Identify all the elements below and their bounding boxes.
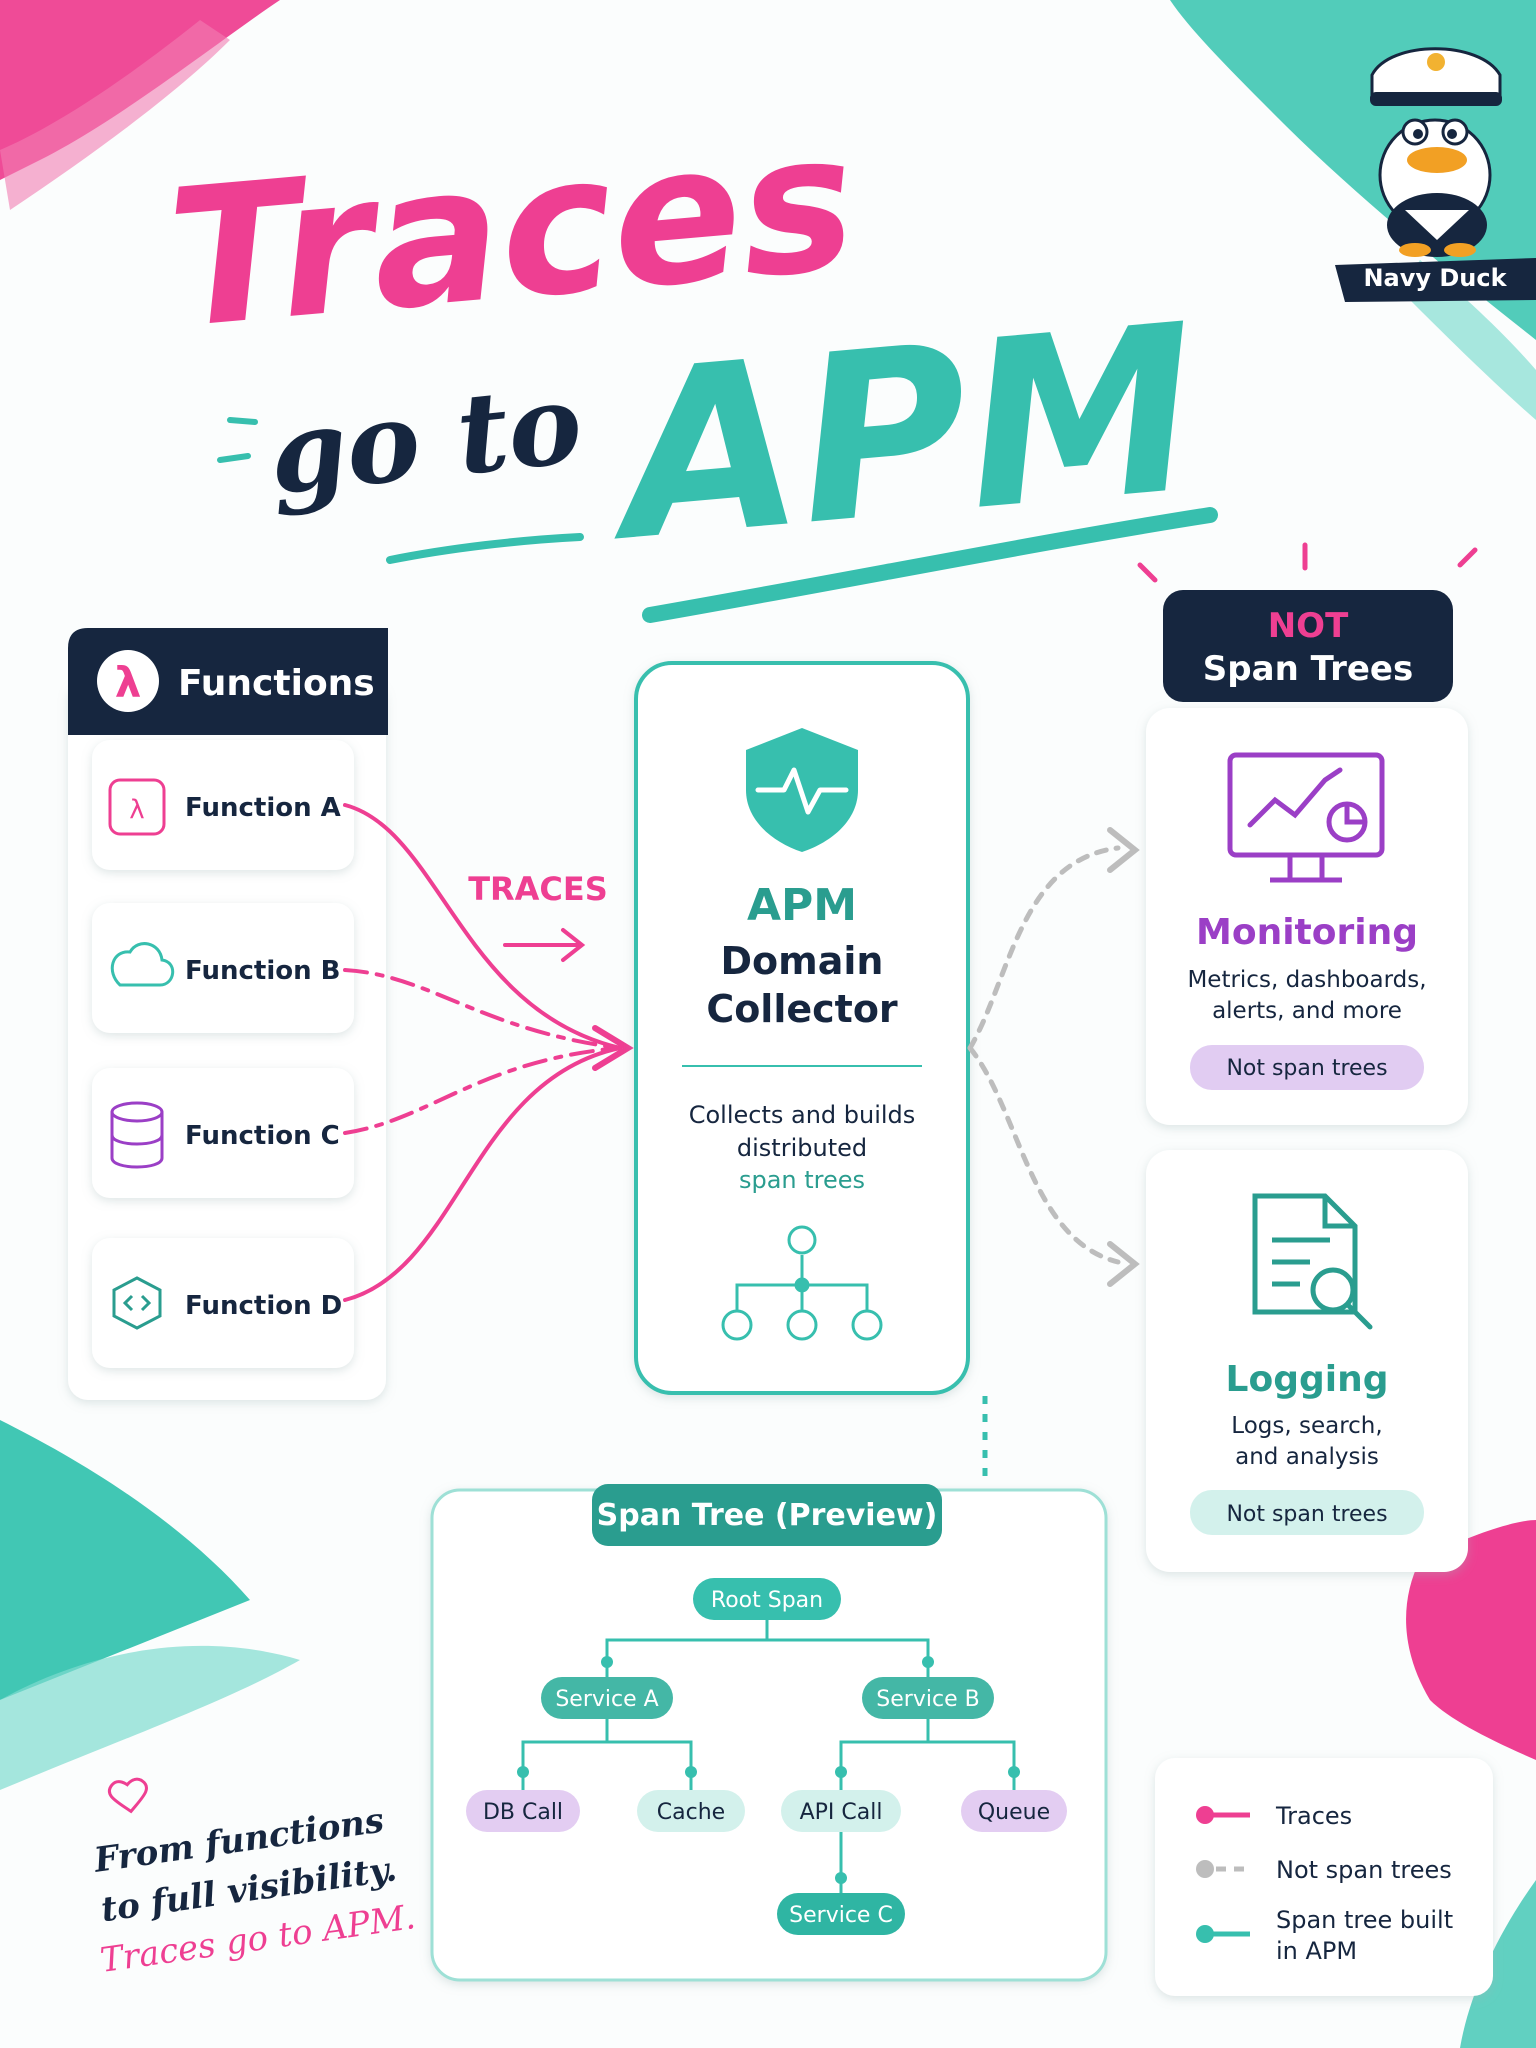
function-label: Function B [185, 956, 340, 986]
span-node-root: Root Span [711, 1588, 823, 1613]
not-span-trees-header: NOT Span Trees [1163, 590, 1453, 702]
legend-span-tree-label-1: Span tree built [1276, 1906, 1453, 1934]
monitoring-desc-2: alerts, and more [1212, 998, 1402, 1024]
legend-traces: Traces [1196, 1802, 1352, 1830]
logging-card[interactable]: Logging Logs, search, and analysis Not s… [1146, 1150, 1468, 1572]
function-card-a[interactable]: λ Function A [92, 740, 354, 870]
span-node-service-c: Service C [789, 1903, 893, 1928]
collector-title-domain: Domain [721, 939, 884, 983]
legend-not-span-trees-label: Not span trees [1276, 1856, 1452, 1884]
span-node-queue: Queue [978, 1800, 1050, 1825]
hexagon-code-icon [112, 1276, 162, 1330]
function-label: Function D [185, 1291, 342, 1321]
span-node-service-b: Service B [876, 1687, 979, 1712]
functions-panel: λ Functions λ Function A Function B Func… [68, 628, 388, 1400]
collector-desc-2: distributed [737, 1134, 867, 1162]
tagline: From functions to full visibility. Trace… [91, 1777, 418, 1981]
navy-duck-mascot: Navy Duck [1335, 47, 1536, 302]
database-icon [110, 1101, 164, 1169]
logging-desc-2: and analysis [1235, 1444, 1379, 1470]
legend-not-span-trees: Not span trees [1196, 1856, 1452, 1884]
trace-arrows [343, 803, 634, 1302]
function-card-c[interactable]: Function C [92, 1068, 354, 1198]
span-tree-joints [517, 1656, 1020, 1884]
monitoring-title: Monitoring [1196, 912, 1418, 953]
flow-label: TRACES [468, 870, 608, 908]
functions-header: Functions [178, 663, 375, 704]
monitoring-card[interactable]: Monitoring Metrics, dashboards, alerts, … [1146, 708, 1468, 1125]
lambda-icon: λ [115, 658, 142, 707]
span-node-db-call: DB Call [483, 1800, 563, 1825]
function-label: Function C [185, 1121, 340, 1151]
span-node-api-call: API Call [800, 1800, 883, 1825]
title-apm: APM [596, 276, 1207, 593]
monitor-chart-icon [1227, 752, 1385, 883]
not-span-tree-arrows [967, 845, 1121, 1265]
function-card-d[interactable]: Function D [92, 1238, 354, 1368]
tree-icon [721, 1225, 883, 1341]
logging-title: Logging [1226, 1359, 1389, 1400]
monitoring-badge: Not span trees [1226, 1056, 1387, 1081]
title: Traces go to APM [161, 91, 1478, 623]
logging-desc-1: Logs, search, [1231, 1413, 1382, 1439]
function-card-b[interactable]: Function B [92, 903, 354, 1033]
span-tree-header: Span Tree (Preview) [597, 1498, 938, 1533]
not-label: NOT [1268, 606, 1349, 646]
legend-span-tree-built: Span tree built in APM [1196, 1906, 1453, 1965]
span-node-cache: Cache [657, 1800, 725, 1825]
heart-icon [107, 1777, 148, 1814]
span-node-service-a: Service A [555, 1687, 658, 1712]
collector-title-collector: Collector [706, 987, 898, 1031]
title-underline [642, 507, 1218, 623]
mascot-label: Navy Duck [1363, 264, 1507, 292]
function-label: Function A [185, 793, 341, 823]
legend-traces-label: Traces [1275, 1802, 1352, 1830]
svg-text:λ: λ [129, 795, 144, 825]
lambda-box-icon [108, 778, 166, 836]
collector-desc-accent: span trees [739, 1166, 865, 1194]
arrow-right-icon [503, 928, 586, 962]
cloud-icon [110, 942, 175, 987]
logging-badge: Not span trees [1226, 1502, 1387, 1527]
collector-desc-1: Collects and builds [689, 1101, 916, 1129]
legend-span-tree-label-2: in APM [1276, 1937, 1357, 1965]
span-tree-panel: Span Tree (Preview) Root Span Service A … [430, 1484, 1108, 1982]
collector-title-apm: APM [747, 880, 857, 931]
span-trees-label: Span Trees [1203, 649, 1413, 689]
legend: Traces Not span trees Span tree built in… [1155, 1758, 1493, 1996]
monitoring-desc-1: Metrics, dashboards, [1187, 967, 1426, 993]
title-go-to: go to [263, 358, 588, 519]
apm-collector: APM Domain Collector Collects and builds… [634, 661, 970, 1395]
document-search-icon [1252, 1193, 1373, 1330]
